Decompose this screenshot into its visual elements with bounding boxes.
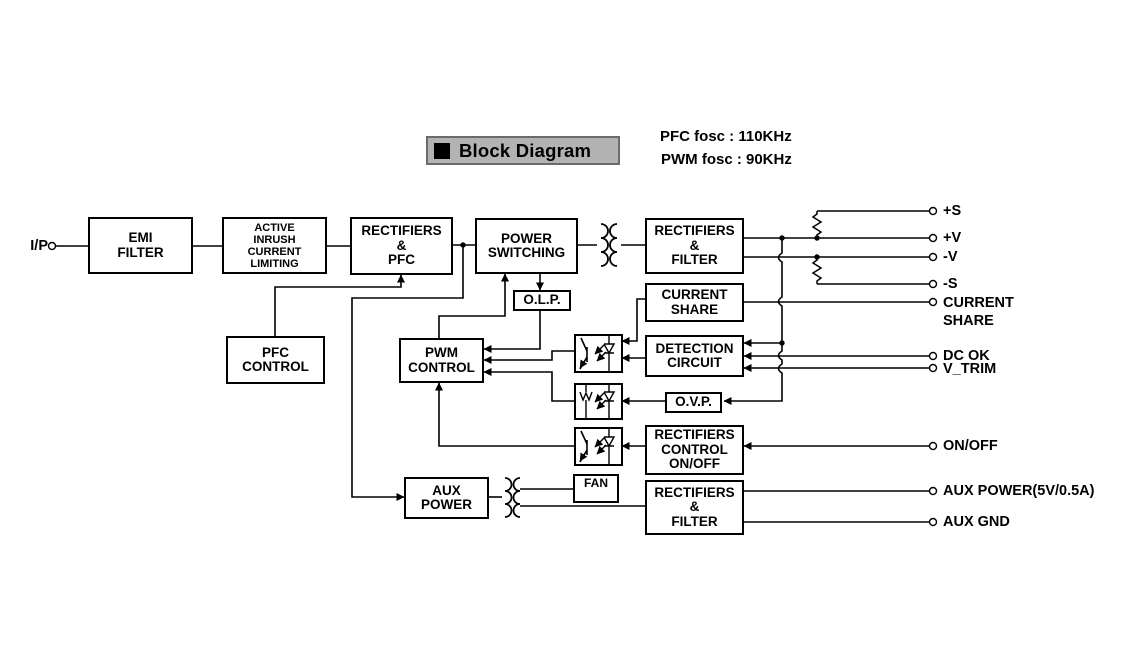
terminal-label-minus-s: -S — [943, 276, 958, 292]
block-inrush-limiting: ACTIVE INRUSH CURRENT LIMITING — [222, 217, 327, 274]
resistor-icon — [811, 211, 823, 284]
block-ovp: O.V.P. — [665, 392, 722, 413]
block-pfc-control: PFC CONTROL — [226, 336, 325, 384]
terminal-label-v-trim: V_TRIM — [943, 361, 997, 377]
aux-transformer-icon — [504, 477, 521, 518]
terminal-label-ip: I/P — [30, 238, 48, 254]
block-current-share: CURRENT SHARE — [645, 283, 744, 322]
block-rectifiers-filter-aux: RECTIFIERS & FILTER — [645, 480, 744, 535]
terminal-label-aux-power: AUX POWER(5V/0.5A) — [943, 483, 1095, 499]
section-header: Block Diagram — [426, 136, 620, 165]
block-rectifiers-control: RECTIFIERS CONTROL ON/OFF — [645, 425, 744, 475]
terminal-circle-icon — [47, 206, 938, 527]
fan-label: FAN — [584, 476, 608, 490]
wires — [56, 210, 929, 523]
page-title: Block Diagram — [459, 139, 592, 161]
optocoupler-icon-1 — [574, 334, 623, 373]
terminal-label-current-share: CURRENT SHARE — [943, 295, 1014, 329]
transformer-icon — [600, 223, 618, 267]
terminal-label-minus-v: -V — [943, 249, 958, 265]
block-aux-power: AUX POWER — [404, 477, 489, 519]
black-square-icon — [434, 142, 450, 159]
block-rectifiers-pfc: RECTIFIERS & PFC — [350, 217, 453, 275]
block-emi-filter: EMI FILTER — [88, 217, 193, 274]
terminal-label-aux-gnd: AUX GND — [943, 514, 1010, 530]
optocoupler-icon-3 — [574, 427, 623, 466]
terminal-label-plus-v: +V — [943, 230, 962, 246]
block-fan — [573, 474, 619, 503]
pfc-fosc-note: PFC fosc : 110KHz — [660, 128, 792, 145]
terminal-label-plus-s: +S — [943, 203, 962, 219]
arrow-wires — [274, 245, 929, 501]
block-rectifiers-filter-main: RECTIFIERS & FILTER — [645, 218, 744, 274]
block-power-switching: POWER SWITCHING — [475, 218, 578, 274]
block-pwm-control: PWM CONTROL — [399, 338, 484, 383]
block-olp: O.L.P. — [513, 290, 571, 311]
terminal-label-dc-ok: DC OK — [943, 348, 990, 364]
terminal-label-on-off: ON/OFF — [943, 438, 998, 454]
optocoupler-icon-2 — [574, 383, 623, 420]
junction-dots — [460, 235, 820, 346]
block-detection-circuit: DETECTION CIRCUIT — [645, 335, 744, 377]
pwm-fosc-note: PWM fosc : 90KHz — [661, 151, 792, 168]
